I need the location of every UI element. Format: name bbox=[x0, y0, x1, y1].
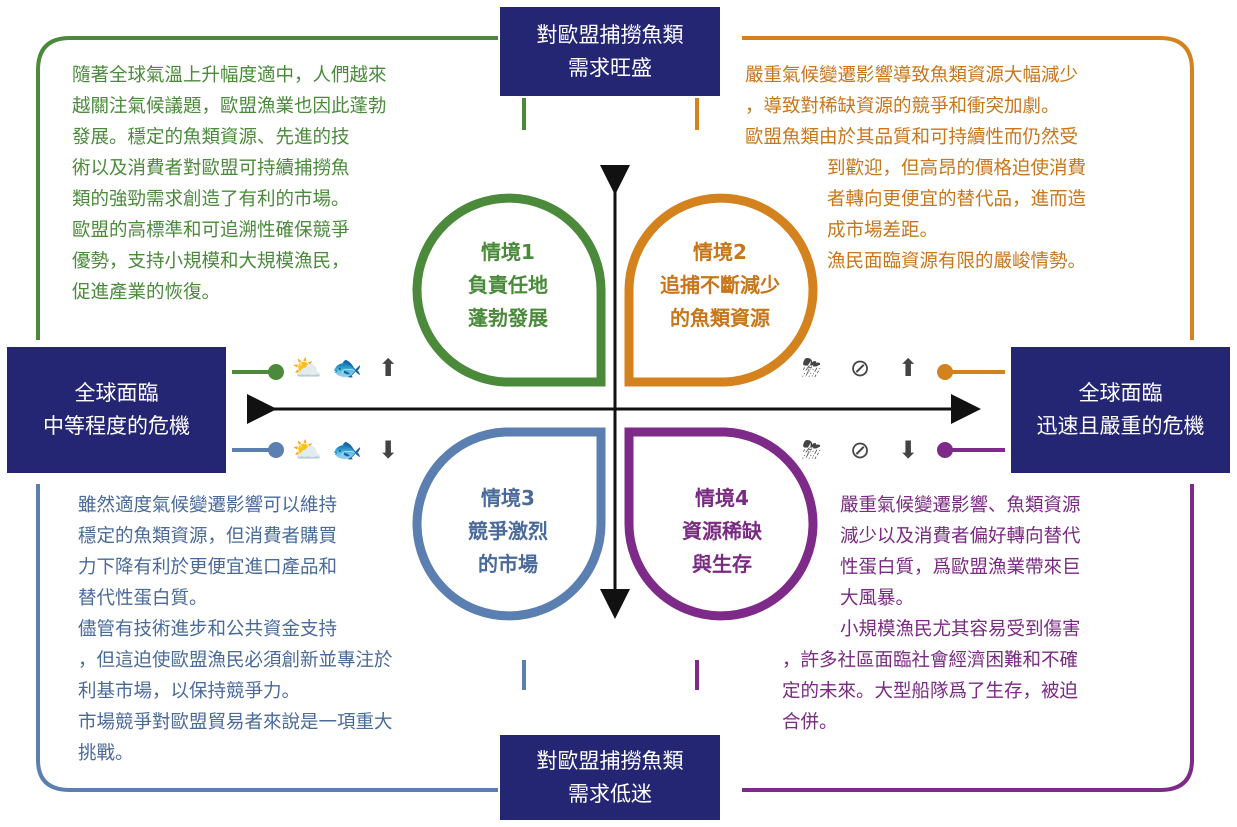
bottom-box-line1: 對歐盟捕撈魚類 bbox=[536, 748, 684, 773]
scenario2-text-line: 到歡迎，但高昂的價格迫使消費 bbox=[827, 158, 1087, 179]
scenario1-text-line: 術以及消費者對歐盟可持續捕撈魚 bbox=[72, 158, 350, 179]
scenario3-text-line: ，但這迫使歐盟漁民必須創新並專注於 bbox=[78, 650, 393, 671]
fish-icon: 🐟 bbox=[332, 354, 362, 382]
scenario3-title-line3: 的市場 bbox=[478, 552, 538, 576]
scenario2-text-line: 嚴重氣候變遷影響導致魚類資源大幅減少 bbox=[745, 65, 1079, 86]
scenario4-title-line3: 與生存 bbox=[692, 552, 752, 576]
scenario2-text-line: 漁民面臨資源有限的嚴峻情勢。 bbox=[827, 251, 1087, 272]
scenario2-title-line3: 的魚類資源 bbox=[670, 306, 770, 330]
scenario1-title-line1: 情境1 bbox=[481, 240, 535, 264]
down-arrow-basket-icon: ⬇ bbox=[898, 436, 919, 464]
scenario4-title-line2: 資源稀缺 bbox=[682, 519, 762, 543]
scenario2-title-line1: 情境2 bbox=[693, 240, 747, 264]
scenario2-title-line2: 追捕不斷減少 bbox=[660, 273, 780, 297]
scenario2-text-line: 歐盟魚類由於其品質和可持續性而仍然受 bbox=[745, 127, 1079, 148]
scenario4-text-line: 小規模漁民尤其容易受到傷害 bbox=[840, 619, 1081, 640]
scenario3-text-line: 穩定的魚類資源，但消費者購買 bbox=[78, 526, 338, 547]
top-box-line2: 需求旺盛 bbox=[568, 55, 652, 80]
circle-scenario2 bbox=[624, 193, 818, 387]
scenario1-description: 隨著全球氣溫上升幅度適中，人們越來 越關注氣候議題，歐盟漁業也因此蓬勃 發展。穩… bbox=[72, 60, 387, 308]
fish-icon: 🐟 bbox=[332, 436, 362, 464]
frame-green bbox=[36, 36, 498, 340]
frame-orange bbox=[742, 36, 1194, 340]
scenario1-text-line: 優勢，支持小規模和大規模漁民， bbox=[72, 251, 350, 272]
partly-cloudy-icon: ⛅ bbox=[292, 354, 322, 382]
scenario1-text-line: 越關注氣候議題，歐盟漁業也因此蓬勃 bbox=[72, 96, 387, 117]
storm-thermometer-icon: ⛈ bbox=[802, 354, 822, 382]
scenario3-text-line: 儘管有技術進步和公共資金支持 bbox=[78, 619, 338, 640]
bottom-box-line2: 需求低迷 bbox=[568, 781, 652, 806]
scenario2-title: 情境2 追捕不斷減少 的魚類資源 bbox=[640, 236, 800, 335]
scenario4-text-line: ，許多社區面臨社會經濟困難和不確 bbox=[782, 650, 1079, 671]
dot-green bbox=[268, 364, 284, 380]
scenario2-text-line: ，導致對稀缺資源的競爭和衝突加劇。 bbox=[745, 96, 1060, 117]
scenario1-title: 情境1 負責任地 蓬勃發展 bbox=[438, 236, 578, 335]
scenario4-text-line: 嚴重氣候變遷影響、魚類資源 bbox=[840, 495, 1081, 516]
scenario3-text-line: 雖然適度氣候變遷影響可以維持 bbox=[78, 495, 338, 516]
scenario2-text-line: 者轉向更便宜的替代品，進而造 bbox=[827, 189, 1087, 210]
scenario1-text-line: 發展。穩定的魚類資源、先進的技 bbox=[72, 127, 350, 148]
right-severe-crisis-box: 全球面臨迅速且嚴重的危機 bbox=[1011, 347, 1230, 473]
scenario4-description: 嚴重氣候變遷影響、魚類資源 減少以及消費者偏好轉向替代 性蛋白質，爲歐盟漁業帶來… bbox=[782, 490, 1081, 738]
scenario3-text-line: 市場競爭對歐盟貿易者來說是一項重大 bbox=[78, 712, 393, 733]
no-fish-icon: ⊘ bbox=[850, 436, 871, 464]
scenario3-title-line1: 情境3 bbox=[481, 486, 535, 510]
right-box-line1: 全球面臨 bbox=[1078, 381, 1163, 405]
scenario1-text-line: 隨著全球氣溫上升幅度適中，人們越來 bbox=[72, 65, 387, 86]
down-arrow-basket-icon: ⬇ bbox=[378, 436, 399, 464]
scenario3-title-line2: 競爭激烈 bbox=[468, 519, 548, 543]
dot-orange bbox=[937, 364, 953, 380]
partly-cloudy-icon: ⛅ bbox=[292, 436, 322, 464]
scenario1-text-line: 歐盟的高標準和可追溯性確保競爭 bbox=[72, 220, 350, 241]
no-fish-icon: ⊘ bbox=[850, 354, 871, 382]
bottom-demand-low-box: 對歐盟捕撈魚類需求低迷 bbox=[500, 735, 720, 820]
scenario4-text-line: 大風暴。 bbox=[840, 588, 915, 609]
circle-scenario3 bbox=[412, 427, 606, 621]
left-box-line2: 中等程度的危機 bbox=[43, 414, 190, 438]
scenario3-text-line: 挑戰。 bbox=[78, 743, 134, 764]
storm-thermometer-icon: ⛈ bbox=[802, 436, 822, 464]
scenario3-text-line: 替代性蛋白質。 bbox=[78, 588, 208, 609]
up-arrow-basket-icon: ⬆ bbox=[898, 354, 919, 382]
scenario1-title-line3: 蓬勃發展 bbox=[468, 306, 548, 330]
right-box-line2: 迅速且嚴重的危機 bbox=[1036, 414, 1205, 438]
circle-scenario1 bbox=[412, 193, 606, 387]
scenario4-text-line: 減少以及消費者偏好轉向替代 bbox=[840, 526, 1081, 547]
left-moderate-crisis-box: 全球面臨中等程度的危機 bbox=[7, 347, 226, 473]
scenario4-text-line: 合併。 bbox=[782, 712, 838, 733]
scenario1-text-line: 類的強勁需求創造了有利的市場。 bbox=[72, 189, 350, 210]
scenario4-text-line: 定的未來。大型船隊爲了生存，被迫 bbox=[782, 681, 1079, 702]
dot-purple bbox=[937, 442, 953, 458]
scenario3-title: 情境3 競爭激烈 的市場 bbox=[438, 482, 578, 581]
dot-blue bbox=[268, 442, 284, 458]
scenario3-text-line: 力下降有利於更便宜進口產品和 bbox=[78, 557, 338, 578]
frame-purple bbox=[742, 484, 1194, 792]
top-box-line1: 對歐盟捕撈魚類 bbox=[536, 22, 684, 47]
scenario2-description: 嚴重氣候變遷影響導致魚類資源大幅減少 ，導致對稀缺資源的競爭和衝突加劇。 歐盟魚… bbox=[745, 60, 1086, 277]
top-demand-high-box: 對歐盟捕撈魚類需求旺盛 bbox=[500, 7, 720, 96]
up-arrow-basket-icon: ⬆ bbox=[378, 354, 399, 382]
scenario4-text-line: 性蛋白質，爲歐盟漁業帶來巨 bbox=[840, 557, 1081, 578]
scenario4-title: 情境4 資源稀缺 與生存 bbox=[652, 482, 792, 581]
scenario3-text-line: 利基市場，以保持競爭力。 bbox=[78, 681, 301, 702]
scenario3-description: 雖然適度氣候變遷影響可以維持 穩定的魚類資源，但消費者購買 力下降有利於更便宜進… bbox=[78, 490, 393, 769]
scenario2-text-line: 成市場差距。 bbox=[827, 220, 939, 241]
frame-blue bbox=[36, 484, 498, 792]
left-box-line1: 全球面臨 bbox=[74, 381, 159, 405]
scenario1-text-line: 促進產業的恢復。 bbox=[72, 282, 221, 303]
scenario1-title-line2: 負責任地 bbox=[468, 273, 548, 297]
scenario4-title-line1: 情境4 bbox=[695, 486, 749, 510]
circle-scenario4 bbox=[624, 427, 818, 621]
